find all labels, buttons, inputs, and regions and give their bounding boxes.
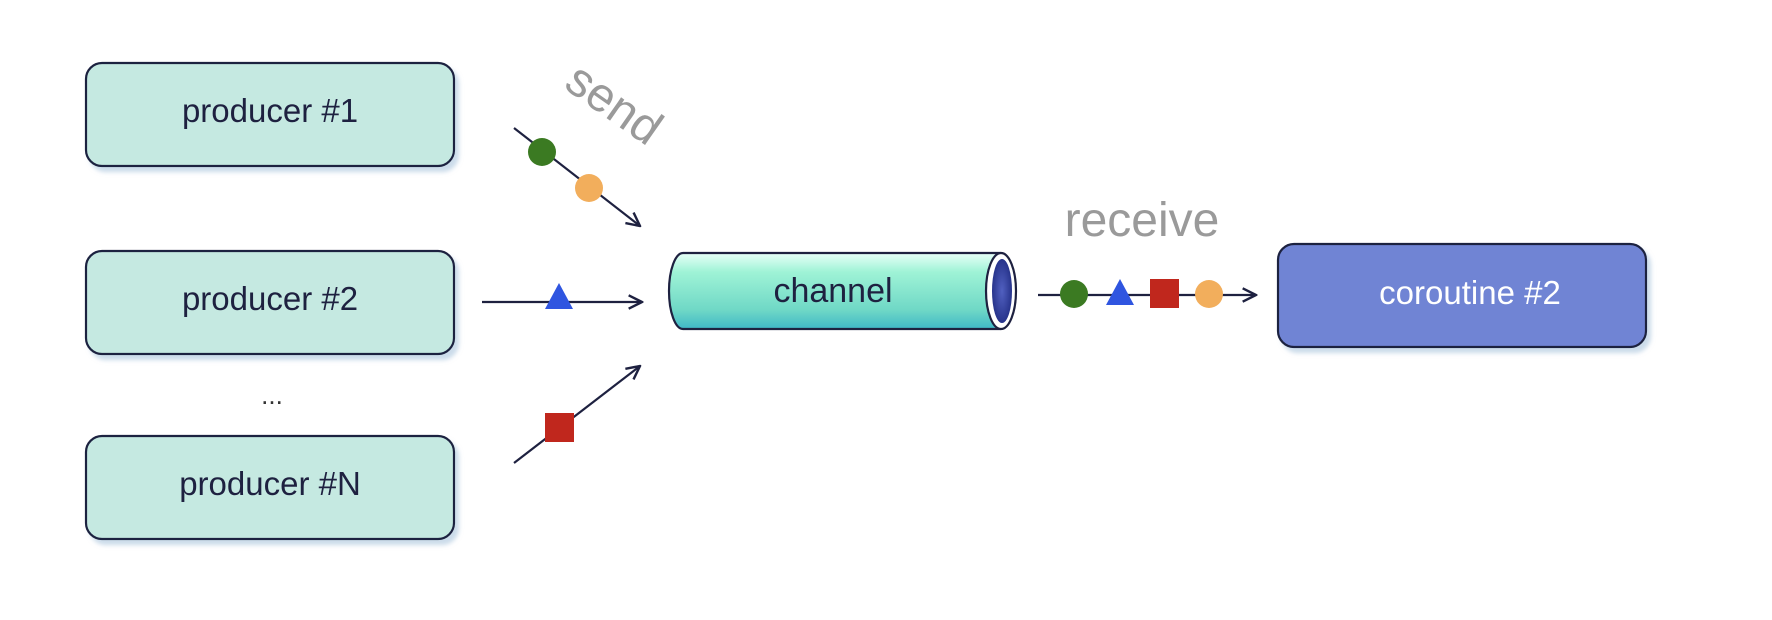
producer-label-2: producer #2 — [182, 280, 358, 317]
producer-box-2: producer #2 — [84, 249, 456, 356]
received-orange-circle — [1195, 280, 1223, 308]
producer-box-n: producer #N — [84, 434, 456, 541]
consumer-box: coroutine #2 — [1276, 242, 1648, 349]
channel-label: channel — [773, 272, 892, 310]
received-red-square — [1150, 279, 1179, 308]
received-blue-triangle — [1106, 279, 1134, 305]
received-green-circle — [1060, 280, 1088, 308]
orange-circle-item — [575, 174, 603, 202]
send-arrow-2 — [482, 283, 642, 309]
send-arrow-n — [513, 366, 640, 464]
green-circle-item — [528, 138, 556, 166]
channel-opening — [992, 259, 1012, 323]
consumer-label: coroutine #2 — [1379, 274, 1561, 311]
producer-label-1: producer #1 — [182, 92, 358, 129]
red-square-item — [545, 413, 574, 442]
send-arrow-1 — [513, 127, 640, 226]
channel-tube: channel — [667, 251, 1018, 331]
send-label: send — [556, 53, 672, 156]
blue-triangle-item — [545, 283, 573, 309]
ellipsis: ... — [261, 380, 283, 410]
producer-label-n: producer #N — [179, 465, 361, 502]
receive-label: receive — [1065, 194, 1220, 247]
receive-arrow — [1038, 279, 1256, 308]
producer-box-1: producer #1 — [84, 61, 456, 168]
